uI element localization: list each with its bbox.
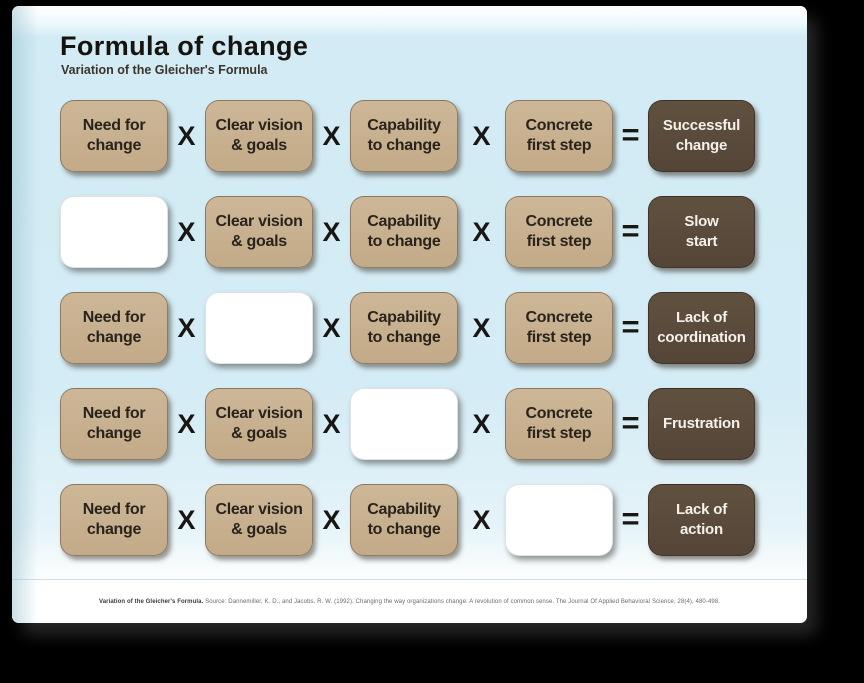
equals-operator: = — [621, 500, 640, 536]
blank-box — [505, 484, 613, 557]
multiply-operator: X — [472, 408, 491, 439]
multiply-operator: X — [177, 408, 196, 439]
formula-row-5: Need for change X Clear vision & goals X… — [60, 484, 755, 557]
multiply-operator: X — [322, 408, 341, 439]
footer-citation: Variation of the Gleicher's Formula. Sou… — [99, 599, 720, 605]
factor-box: Concrete first step — [505, 196, 613, 269]
factor-label: Capability to change — [367, 501, 441, 539]
factor-box: Concrete first step — [505, 292, 613, 365]
formula-row-4: Need for change X Clear vision & goals X… — [60, 388, 755, 461]
factor-box: Capability to change — [350, 100, 458, 173]
factor-label: Capability to change — [367, 213, 441, 251]
factor-label: Clear vision & goals — [215, 213, 303, 251]
factor-box: Capability to change — [350, 292, 458, 365]
multiply-operator: X — [472, 120, 491, 151]
multiply-operator: X — [177, 120, 196, 151]
factor-box: Need for change — [60, 484, 168, 557]
footer-citation-text: Source: Dannemiller, K. D., and Jacobs, … — [203, 599, 721, 605]
formula-row-3: Need for change X X Capability to change… — [60, 292, 755, 365]
result-label: Frustration — [663, 415, 740, 433]
multiply-operator: X — [177, 216, 196, 247]
formula-grid: Need for change X Clear vision & goals X… — [60, 100, 755, 557]
multiply-operator: X — [322, 216, 341, 247]
factor-box: Capability to change — [350, 196, 458, 269]
factor-box: Concrete first step — [505, 388, 613, 461]
factor-label: Need for change — [82, 405, 146, 443]
factor-label: Clear vision & goals — [215, 117, 303, 155]
factor-box: Clear vision & goals — [205, 484, 313, 557]
equals-operator: = — [621, 116, 640, 152]
result-box: Lack of action — [648, 484, 755, 557]
equals-operator: = — [621, 404, 640, 440]
equals-operator: = — [621, 212, 640, 248]
result-box: Successful change — [648, 100, 755, 173]
result-label: Slow start — [684, 213, 719, 251]
multiply-operator: X — [322, 120, 341, 151]
factor-label: Concrete first step — [525, 213, 593, 251]
slide: Formula of change Variation of the Gleic… — [12, 6, 807, 623]
result-box: Frustration — [648, 388, 755, 461]
factor-label: Concrete first step — [525, 309, 593, 347]
result-box: Lack of coordination — [648, 292, 755, 365]
factor-label: Capability to change — [367, 309, 441, 347]
equals-operator: = — [621, 308, 640, 344]
factor-box: Concrete first step — [505, 100, 613, 173]
page-subtitle: Variation of the Gleicher's Formula — [61, 63, 268, 78]
multiply-operator: X — [472, 504, 491, 535]
result-box: Slow start — [648, 196, 755, 269]
blank-box — [350, 388, 458, 461]
multiply-operator: X — [177, 312, 196, 343]
multiply-operator: X — [177, 504, 196, 535]
multiply-operator: X — [322, 312, 341, 343]
factor-label: Need for change — [82, 309, 146, 347]
factor-box: Clear vision & goals — [205, 388, 313, 461]
multiply-operator: X — [472, 312, 491, 343]
factor-label: Clear vision & goals — [215, 501, 303, 539]
page-title: Formula of change — [60, 31, 309, 61]
footer-citation-title: Variation of the Gleicher's Formula. — [98, 599, 204, 605]
factor-box: Need for change — [60, 388, 168, 461]
formula-row-2: X Clear vision & goals X Capability to c… — [60, 196, 755, 269]
multiply-operator: X — [472, 216, 491, 247]
blank-box — [205, 292, 313, 365]
result-label: Successful change — [662, 117, 741, 155]
factor-box: Clear vision & goals — [205, 196, 313, 269]
result-label: Lack of coordination — [657, 309, 746, 347]
formula-row-1: Need for change X Clear vision & goals X… — [60, 100, 755, 173]
multiply-operator: X — [322, 504, 341, 535]
factor-box: Need for change — [60, 292, 168, 365]
factor-label: Concrete first step — [525, 117, 593, 155]
result-label: Lack of action — [675, 501, 728, 539]
factor-label: Need for change — [82, 501, 146, 539]
title-block: Formula of change Variation of the Gleic… — [12, 6, 807, 78]
blank-box — [60, 196, 168, 269]
factor-label: Capability to change — [367, 117, 441, 155]
footer-band: Variation of the Gleicher's Formula. Sou… — [12, 579, 807, 623]
factor-label: Clear vision & goals — [215, 405, 303, 443]
factor-label: Concrete first step — [525, 405, 593, 443]
factor-box: Capability to change — [350, 484, 458, 557]
factor-label: Need for change — [82, 117, 146, 155]
factor-box: Need for change — [60, 100, 168, 173]
factor-box: Clear vision & goals — [205, 100, 313, 173]
